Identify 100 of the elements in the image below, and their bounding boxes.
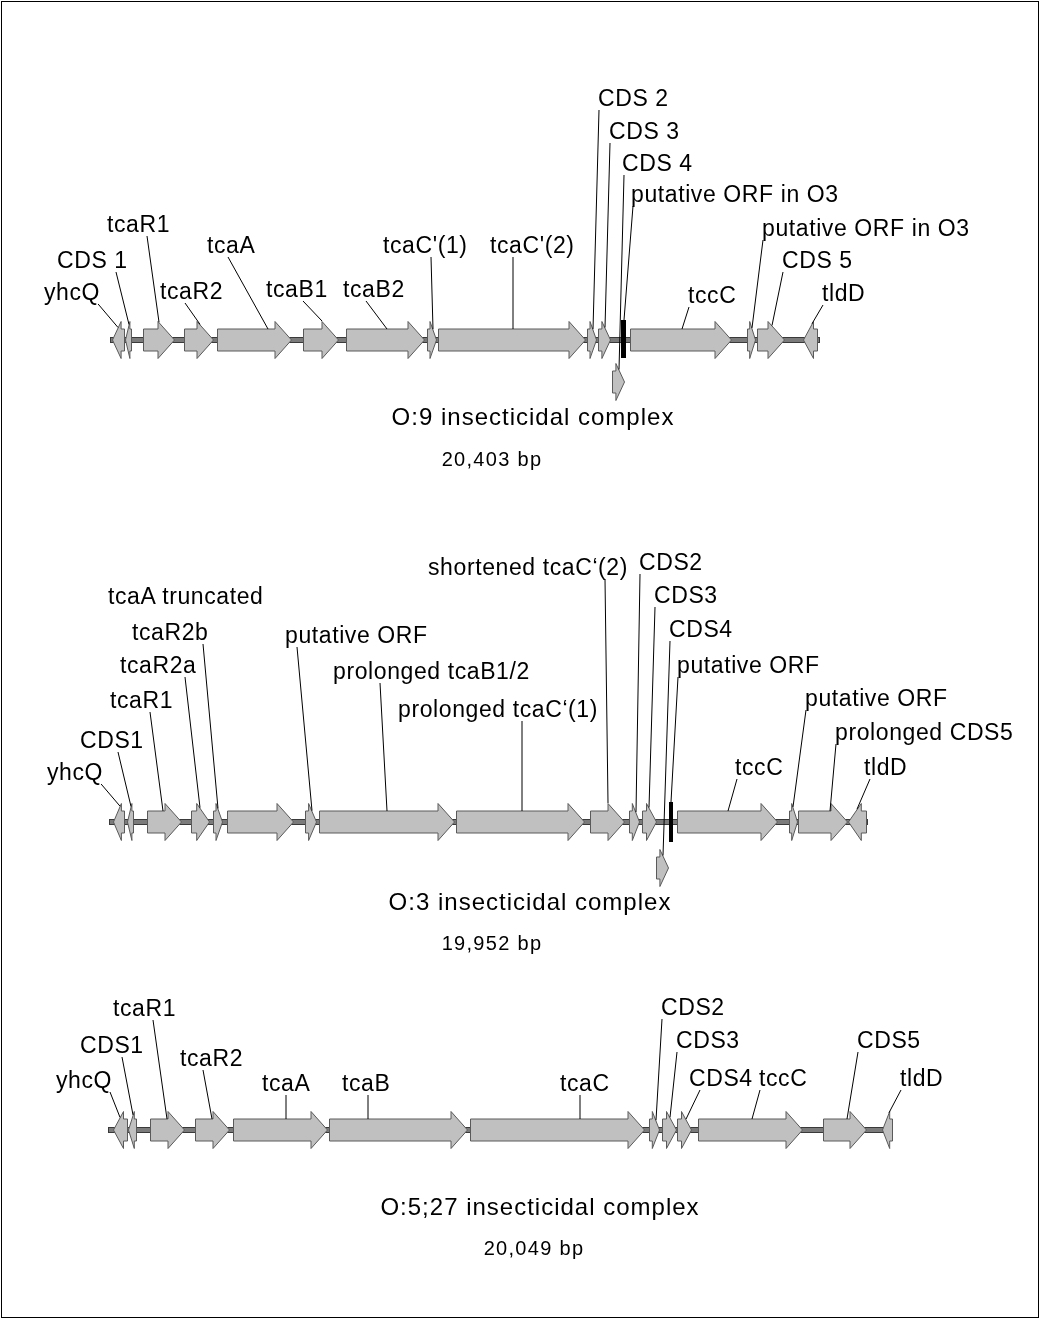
gene-label: tcaB: [342, 1071, 391, 1095]
complex-title: O:3 insecticidal complex: [388, 889, 672, 915]
leader-line: [604, 578, 609, 804]
gene-label: CDS2: [639, 550, 703, 574]
gene-feature: [143, 321, 175, 359]
gene-label: putative ORF: [805, 686, 948, 710]
leader-line: [146, 235, 160, 323]
gene-feature: [427, 321, 437, 359]
gene-feature: [677, 803, 778, 841]
gene-label: shortened tcaC‘(2): [428, 555, 628, 579]
gene-feature: [677, 1111, 692, 1149]
gene-feature: [125, 321, 132, 359]
gene-label: tldD: [864, 755, 908, 779]
gene-feature: [227, 803, 294, 841]
gene-feature: [803, 321, 818, 359]
leader-line: [888, 1089, 902, 1114]
gene-label: CDS1: [80, 1033, 144, 1057]
leader-line: [430, 256, 434, 330]
gene-label: tcaC'(1): [383, 233, 468, 257]
gene-label: tcaR2a: [120, 653, 197, 677]
leader-line: [367, 1094, 369, 1120]
leader-line: [117, 751, 132, 807]
gene-label: tldD: [900, 1066, 944, 1090]
gene-feature: [649, 1111, 660, 1149]
leader-line: [100, 783, 121, 807]
gene-label: tldD: [822, 281, 866, 305]
leader-line: [846, 1051, 859, 1120]
gene-feature: [319, 803, 455, 841]
gene-label: tccC: [735, 755, 784, 779]
leader-line: [302, 300, 323, 322]
leader-line: [512, 256, 514, 330]
leader-line: [579, 1094, 581, 1120]
gene-feature: [656, 849, 669, 887]
gene-label: CDS 5: [782, 248, 853, 272]
leader-line: [521, 720, 523, 812]
gene-feature: [698, 1111, 803, 1149]
leader-line: [655, 1018, 663, 1121]
leader-line: [296, 646, 313, 812]
gene-feature: [233, 1111, 328, 1149]
gene-label: yhcQ: [44, 280, 101, 304]
gene-label: tcaB2: [343, 277, 405, 301]
leader-line: [202, 1069, 213, 1120]
gene-feature: [798, 803, 848, 841]
leader-line: [592, 109, 600, 330]
gene-feature: [184, 321, 214, 359]
leader-line: [618, 174, 625, 370]
gene-label: CDS5: [857, 1028, 921, 1052]
gene-label: CDS2: [661, 995, 725, 1019]
gene-label: CDS3: [654, 583, 718, 607]
leader-line: [152, 1019, 168, 1120]
gene-feature: [587, 321, 597, 359]
gene-feature: [456, 803, 585, 841]
gene-label: tcaR1: [113, 996, 177, 1020]
gene-feature: [195, 1111, 230, 1149]
gene-label: tcaR2: [180, 1046, 244, 1070]
leader-line: [811, 304, 824, 325]
leader-line: [379, 682, 388, 812]
gene-label: tcaC'(2): [490, 233, 575, 257]
leader-line: [121, 1056, 134, 1116]
gene-label: tcaC: [560, 1071, 610, 1095]
gene-feature: [150, 1111, 185, 1149]
leader-line: [751, 239, 764, 329]
gene-feature: [213, 803, 223, 841]
gene-feature: [848, 803, 867, 841]
leader-line: [227, 256, 269, 330]
gene-label: CDS 4: [622, 151, 693, 175]
gene-label: CDS 1: [57, 248, 128, 272]
gene-label: prolonged CDS5: [835, 720, 1014, 744]
gene-feature: [113, 803, 125, 841]
gene-feature: [470, 1111, 645, 1149]
gene-feature: [882, 1111, 893, 1149]
leader-line: [669, 1051, 678, 1118]
leader-line: [202, 643, 219, 809]
sequence-length: 20,403 bp: [441, 448, 543, 470]
leader-line: [792, 709, 807, 808]
sequence-length: 20,049 bp: [483, 1237, 585, 1259]
sequence-length: 19,952 bp: [441, 932, 543, 954]
leader-line: [623, 205, 634, 321]
leader-line: [604, 142, 611, 328]
leader-line: [97, 303, 119, 328]
gene-feature: [128, 1111, 137, 1149]
gene-label: CDS1: [80, 728, 144, 752]
gene-label: tccC: [688, 283, 737, 307]
gene-feature: [662, 1111, 677, 1149]
gene-feature: [789, 803, 798, 841]
gene-label: CDS4: [689, 1066, 753, 1090]
gene-feature: [747, 321, 756, 359]
leader-line: [184, 676, 201, 809]
gene-feature: [438, 321, 586, 359]
gene-label: tcaA: [262, 1071, 311, 1095]
gene-feature: [612, 363, 625, 401]
gene-label: CDS 3: [609, 119, 680, 143]
leader-line: [662, 640, 671, 856]
gene-label: tcaR2: [160, 279, 224, 303]
gene-label: tcaR1: [110, 688, 174, 712]
leader-line: [670, 676, 679, 803]
gene-label: putative ORF in O3: [631, 182, 839, 206]
leader-line: [149, 711, 164, 812]
leader-line: [771, 271, 784, 326]
gene-label: tccC: [759, 1066, 808, 1090]
